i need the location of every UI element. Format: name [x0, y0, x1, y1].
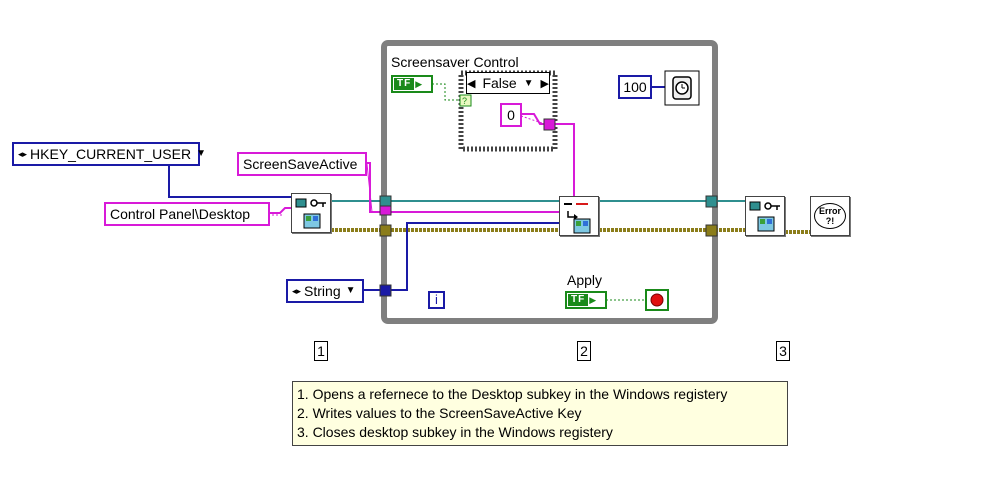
error-speech-icon: Error ?! — [814, 203, 846, 229]
value-wire — [521, 113, 575, 198]
chevron-down-icon[interactable]: ▼ — [196, 148, 206, 159]
step-marker-2: 2 — [577, 341, 591, 361]
simple-error-handler[interactable]: Error ?! — [810, 196, 850, 236]
hkey-wire — [168, 163, 291, 198]
type-ring[interactable]: ◂▸ String ▼ — [286, 279, 364, 303]
case-increment-icon[interactable]: ▶ — [540, 77, 549, 90]
case-tunnel-out — [543, 118, 556, 131]
path-constant[interactable]: Control Panel\Desktop — [104, 202, 270, 226]
apply-terminal[interactable]: TF ▶ — [565, 291, 607, 309]
comment-box: 1. Opens a refernece to the Desktop subk… — [292, 381, 788, 446]
arrow-right-icon: ▶ — [415, 78, 423, 89]
case-selector-label[interactable]: ◀ False ▼ ▶ — [466, 72, 550, 94]
tunnel-key-in — [379, 205, 392, 216]
bool-wire-case — [432, 83, 466, 101]
close-registry-key-function[interactable] — [745, 196, 785, 236]
open-registry-key-function[interactable] — [291, 193, 331, 233]
value-constant[interactable]: 0 — [500, 103, 522, 127]
apply-label: Apply — [567, 272, 603, 288]
stop-icon — [650, 293, 664, 307]
comment-line: 1. Opens a refernece to the Desktop subk… — [297, 386, 728, 402]
iteration-terminal: i — [428, 291, 445, 309]
tf-badge: TF — [568, 294, 589, 306]
tunnel-refnum-in — [379, 195, 392, 208]
arrow-right-icon: ▶ — [589, 294, 597, 305]
keyname-constant[interactable]: ScreenSaveActive — [237, 152, 367, 176]
iteration-label: i — [435, 292, 438, 307]
registry-key-icon — [295, 198, 326, 229]
case-selector-value: False — [482, 75, 517, 91]
path-wire — [268, 207, 291, 214]
write-registry-value-function[interactable] — [559, 196, 599, 236]
wait-ms-constant[interactable]: 100 — [618, 75, 652, 99]
comment-line: 2. Writes values to the ScreenSaveActive… — [297, 405, 582, 421]
keyname-wire — [365, 162, 559, 213]
comment-line: 3. Closes desktop subkey in the Windows … — [297, 424, 613, 440]
step-marker-3: 3 — [776, 341, 790, 361]
case-decrement-icon[interactable]: ◀ — [467, 77, 476, 90]
hkey-ring-value: HKEY_CURRENT_USER — [30, 146, 192, 162]
ring-increment-icon[interactable]: ◂▸ — [292, 286, 302, 296]
step-marker-1: 1 — [314, 341, 328, 361]
tunnel-type-in — [379, 284, 392, 297]
type-ring-value: String — [304, 283, 341, 299]
ring-increment-icon[interactable]: ◂▸ — [18, 149, 28, 159]
screensaver-control-terminal[interactable]: TF ▶ — [391, 75, 433, 93]
registry-key-icon — [749, 201, 780, 232]
while-loop-structure — [381, 40, 718, 324]
tunnel-error-in — [379, 224, 392, 237]
case-structure — [458, 70, 558, 152]
type-wire — [362, 222, 559, 291]
error-icon-label: Error ?! — [818, 206, 841, 226]
chevron-down-icon[interactable]: ▼ — [345, 285, 356, 296]
svg-text:?: ? — [462, 96, 467, 106]
tf-badge: TF — [394, 78, 415, 90]
tunnel-refnum-out — [705, 195, 718, 208]
case-selector-terminal — [459, 94, 472, 107]
tunnel-error-out — [705, 224, 718, 237]
screensaver-control-label: Screensaver Control — [391, 54, 519, 70]
write-value-icon — [564, 203, 591, 234]
case-dropdown-icon[interactable]: ▼ — [523, 77, 534, 89]
hkey-ring[interactable]: ◂▸ HKEY_CURRENT_USER ▼ — [12, 142, 206, 166]
